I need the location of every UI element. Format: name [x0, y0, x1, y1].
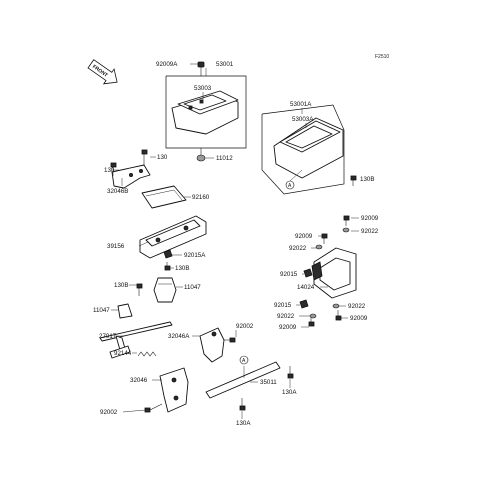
- label-92002-lower: 92002: [100, 409, 118, 416]
- bracket-32046: [159, 367, 189, 413]
- label-130B-holder: 130B: [114, 282, 128, 289]
- shaft-27017: [99, 321, 173, 359]
- bracket-32046B: [111, 164, 151, 189]
- label-92022-r1: 92022: [361, 228, 379, 235]
- clip-92015A: [163, 249, 173, 259]
- front-arrow-icon: FRONT: [87, 59, 118, 85]
- callout-a-upper: A: [288, 183, 292, 189]
- bolt-92009A: [197, 61, 205, 76]
- label-11012: 11012: [216, 155, 233, 162]
- label-92160: 92160: [192, 194, 210, 201]
- label-92144: 92144: [114, 350, 132, 357]
- washer-92022-r3: [332, 303, 340, 309]
- label-92015A: 92015A: [184, 252, 206, 259]
- label-92009-r3: 92009: [350, 315, 368, 322]
- label-130-top: 130: [157, 154, 168, 161]
- leader-lines: [111, 63, 359, 419]
- bolt-92009-r1: [343, 215, 350, 226]
- bolt-130A-left: [239, 398, 246, 411]
- label-92022-r4: 92022: [277, 313, 295, 320]
- label-11047-left: 11047: [93, 307, 110, 314]
- label-92015-r2: 92015: [274, 302, 292, 309]
- label-92022-r3: 92022: [348, 303, 366, 310]
- label-130A-right: 130A: [282, 389, 297, 396]
- spring-92144: [137, 351, 157, 357]
- bolt-92002-upper: [224, 337, 236, 343]
- callout-a-lower: A: [242, 358, 246, 364]
- bolt-130B-holder: [136, 283, 143, 296]
- label-53003A: 53003A: [292, 116, 314, 123]
- label-92009-r2: 92009: [295, 233, 313, 240]
- bolt-130A-right: [287, 366, 294, 379]
- label-130B-right: 130B: [360, 176, 374, 183]
- label-39156: 39156: [107, 243, 125, 250]
- holder-11047-upper: [153, 277, 177, 303]
- bolt-92009-r2: [321, 233, 328, 244]
- label-130-left: 130: [104, 167, 115, 174]
- seat-cover-53001: [165, 75, 247, 149]
- pad-92160: [141, 185, 187, 209]
- part-labels: 92009A 53001 53003 11012 53001A 53003A 1…: [93, 61, 379, 427]
- label-92009-r1: 92009: [361, 215, 379, 222]
- bolt-130B-left: [110, 162, 117, 176]
- seat-cover-53001A: A: [261, 104, 345, 195]
- bracket-32046A: [199, 327, 225, 363]
- bolt-130B-center: [164, 262, 171, 271]
- label-92009-r4: 92009: [279, 324, 297, 331]
- label-92002-upper: 92002: [236, 323, 254, 330]
- label-92015-r1: 92015: [280, 271, 298, 278]
- label-53001: 53001: [216, 61, 234, 68]
- bolt-92009-r4: [308, 318, 315, 327]
- washer-11012: [196, 148, 206, 162]
- label-14024: 14024: [297, 284, 315, 291]
- washer-92022-r4: [309, 313, 317, 319]
- label-92022-r2: 92022: [289, 245, 307, 252]
- washer-92022-r1: [342, 227, 350, 233]
- bolt-130-left: [141, 149, 148, 166]
- case-39156: [139, 215, 207, 259]
- label-32046B: 32046B: [107, 188, 128, 195]
- label-53003: 53003: [194, 85, 212, 92]
- label-92009A: 92009A: [156, 61, 178, 68]
- rail-35011: A: [205, 355, 281, 399]
- clip-92015-r1: [303, 268, 313, 278]
- clip-92015-r2: [299, 299, 309, 309]
- bolt-92002-lower: [144, 403, 163, 413]
- label-53001A: 53001A: [290, 101, 312, 108]
- label-130B-center: 130B: [175, 265, 189, 272]
- case-14024: [311, 247, 357, 299]
- holder-11047-lower: [117, 303, 133, 319]
- label-27017: 27017: [99, 333, 117, 340]
- bolt-130B-right: [350, 175, 357, 186]
- washer-92022-r2: [315, 244, 323, 250]
- bolt-92009-r3: [335, 310, 342, 321]
- label-130A-left: 130A: [236, 420, 251, 427]
- label-32046A: 32046A: [168, 333, 190, 340]
- label-35011: 35011: [260, 379, 277, 386]
- reference-code: F2510: [375, 54, 389, 60]
- label-11047-right: 11047: [184, 284, 201, 291]
- label-32046: 32046: [130, 377, 148, 384]
